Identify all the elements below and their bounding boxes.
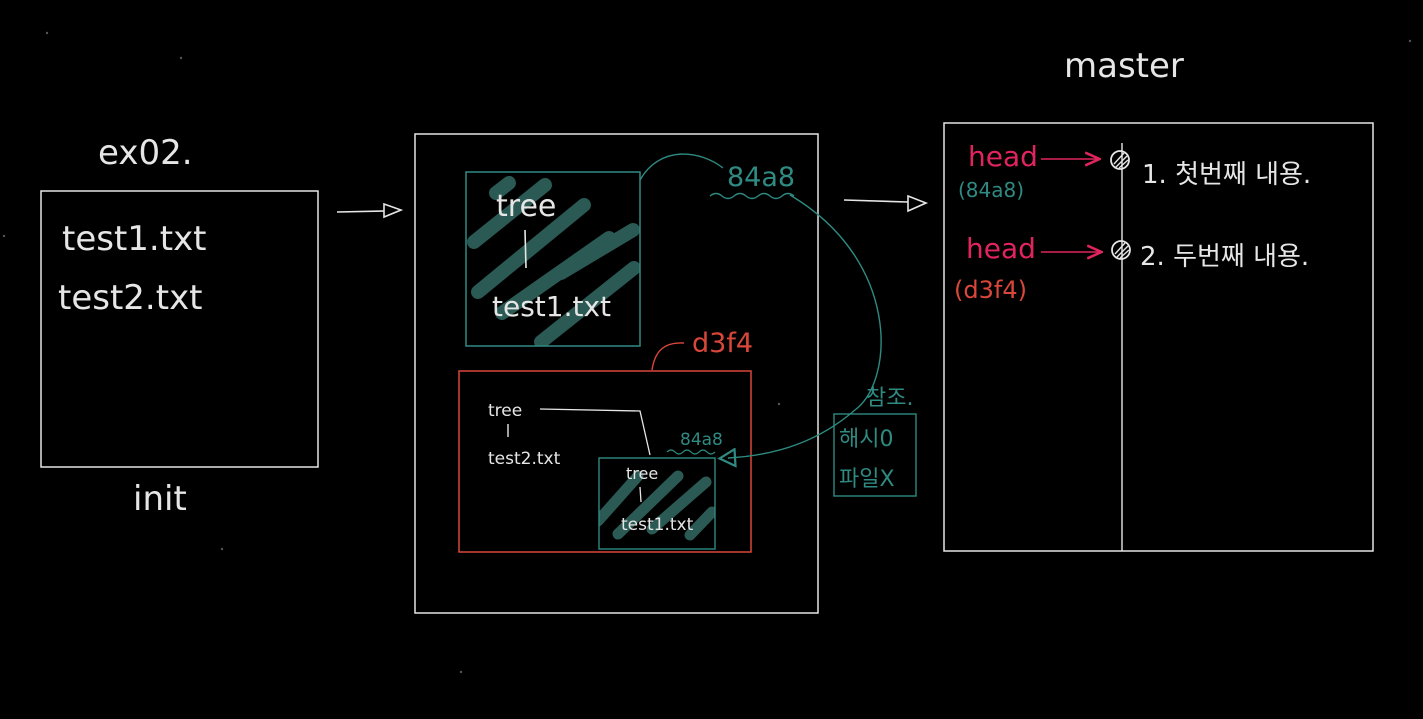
- commit1-tree-branch: [524, 229, 527, 269]
- commit2-tree: tree: [488, 401, 522, 421]
- commit2-hash: d3f4: [692, 328, 753, 359]
- objects-section: tree test1.txt 84a8 d3f4 tree test2.txt …: [414, 133, 929, 614]
- reference-curve: [728, 194, 882, 458]
- commit2-hash-link: [651, 342, 685, 371]
- commit1-hash: 84a8: [727, 162, 795, 193]
- commit2-ref-hash: 84a8: [680, 430, 723, 450]
- entry2-head: head: [966, 232, 1036, 265]
- commit1-hash-link: [639, 153, 724, 181]
- commit2-ref-hash-underline: [666, 449, 716, 455]
- commit2-box: [458, 370, 752, 553]
- workdir-box: [40, 190, 319, 468]
- entry1-head: head: [968, 140, 1038, 173]
- commit1-box: tree test1.txt: [465, 171, 641, 347]
- branch-name: master: [1064, 46, 1184, 86]
- branch-section: master head (84a8) 1. 첫번째 내용. head (d3f4…: [943, 46, 1374, 552]
- inner-tree-file: test1.txt: [621, 515, 694, 535]
- workdir-file-1: test1.txt: [62, 219, 207, 259]
- commit2-inner-tree: tree test1.txt: [598, 457, 716, 550]
- arrow-to-repo-head: [383, 202, 404, 219]
- objects-box: [414, 133, 819, 614]
- left-section: ex02. test1.txt test2.txt init: [40, 133, 404, 519]
- commit2-file: test2.txt: [488, 449, 561, 469]
- background-dots: [2, 31, 1412, 674]
- arrow-to-branch: [843, 199, 909, 203]
- entry1-text: 1. 첫번째 내용.: [1142, 160, 1311, 190]
- entry1-node-hatch: [1113, 152, 1129, 169]
- commit1-file: test1.txt: [492, 290, 611, 323]
- entry2-hash: (d3f4): [954, 276, 1027, 304]
- commit1-hash-underline: [709, 192, 795, 200]
- commit1-hatching: [467, 176, 640, 346]
- workdir-file-2: test2.txt: [58, 278, 203, 318]
- note-title: 참조.: [866, 386, 913, 411]
- note-line-1: 해시0: [839, 427, 893, 452]
- inner-tree-label: tree: [626, 464, 658, 483]
- workdir-title: ex02.: [98, 133, 193, 173]
- arrow-to-repo: [336, 210, 385, 213]
- inner-tree-branch: [639, 486, 642, 503]
- commit1-tree: tree: [496, 189, 556, 224]
- workdir-caption: init: [133, 479, 187, 519]
- note-box: [833, 413, 917, 497]
- entry2-node-hatch: [1114, 242, 1130, 259]
- entry1-hash: (84a8): [958, 178, 1024, 202]
- entry1-commit-node: [1110, 150, 1130, 170]
- entry2-text: 2. 두번째 내용.: [1140, 242, 1309, 272]
- commit2-tree-to-ref: [539, 408, 651, 456]
- branch-box: [943, 122, 1374, 552]
- inner-tree-hatching: [599, 470, 715, 541]
- arrow-to-branch-head: [907, 194, 929, 213]
- note-line-2: 파일X: [839, 467, 895, 492]
- entry2-commit-node: [1111, 240, 1131, 260]
